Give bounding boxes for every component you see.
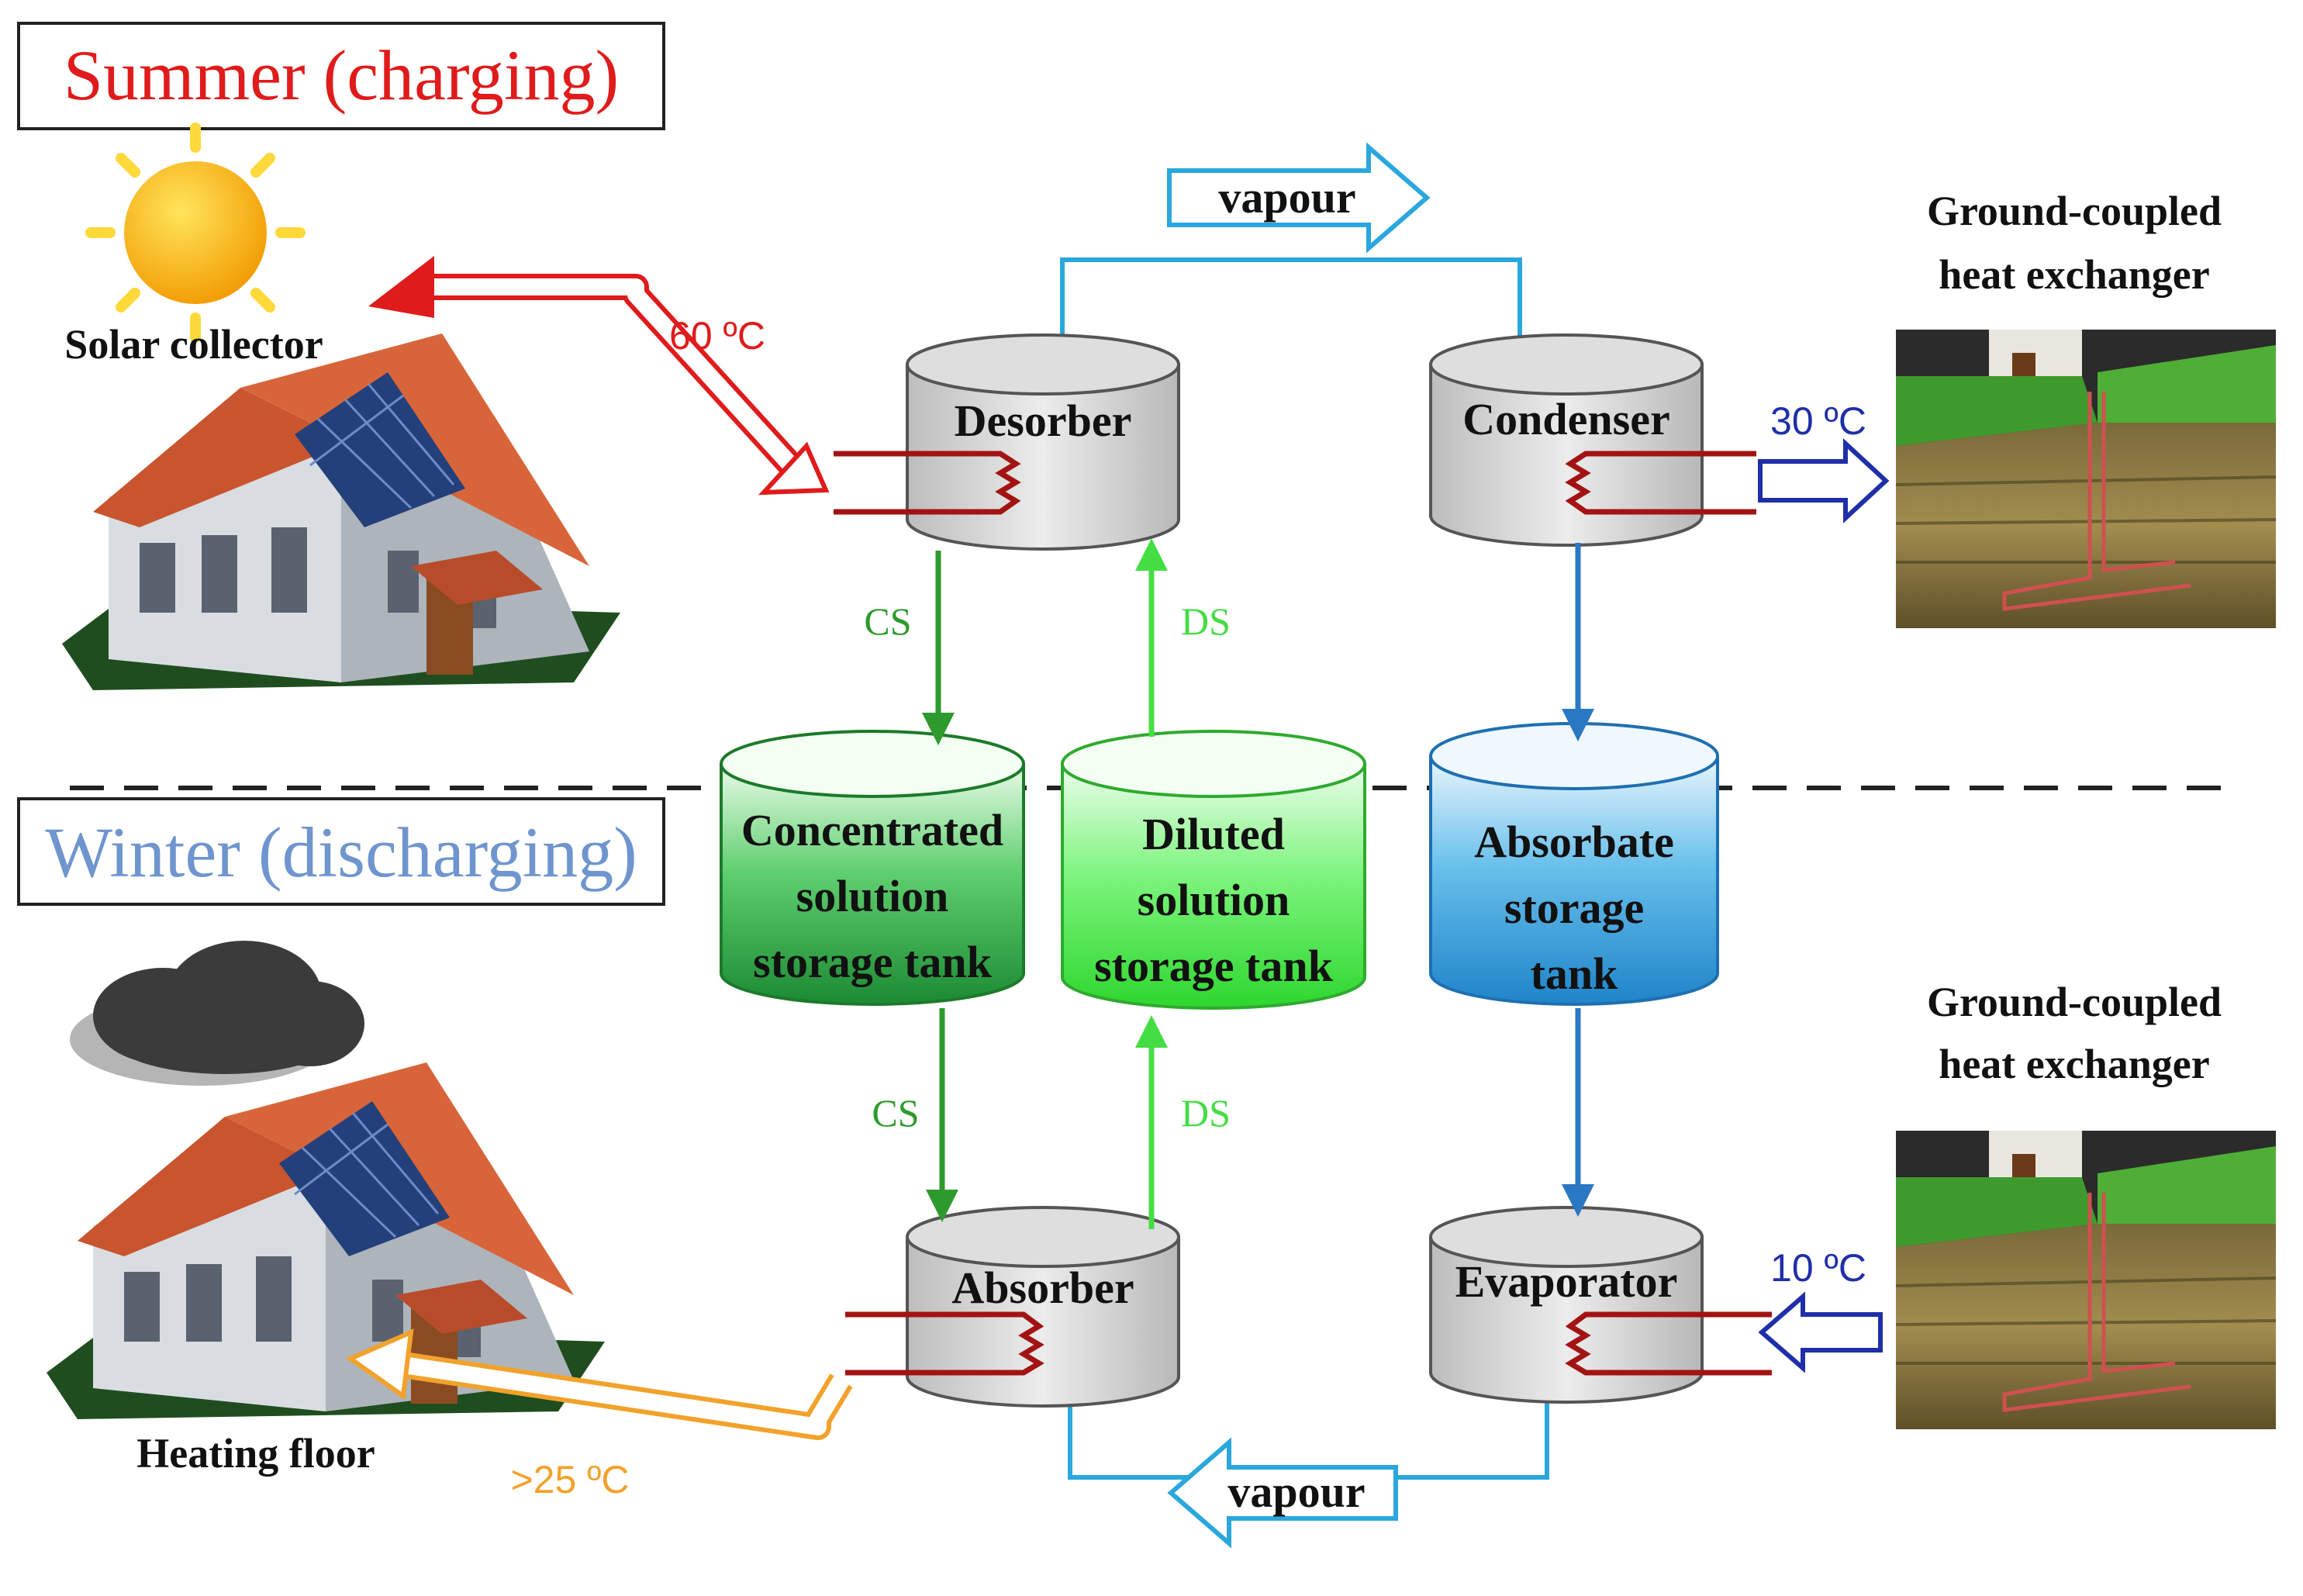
diluted-solution-tank: Diluted solution storage tank — [1061, 730, 1366, 1010]
ground-bottom-label-line2: heat exchanger — [1939, 1041, 2209, 1087]
ground-heat-exchanger-icon — [1895, 1131, 2277, 1429]
diluted-tank-label-1: Diluted — [1142, 809, 1285, 859]
condenser: Condenser — [1429, 333, 1704, 547]
absorber-coil — [845, 1311, 1044, 1376]
summer-title: Summer (charging) — [64, 36, 619, 115]
solar-heat-arrow — [368, 256, 830, 496]
vapour-line-top — [1060, 257, 1522, 364]
concentrated-tank-label-3: storage tank — [753, 937, 992, 987]
vapour-label-bottom: vapour — [1227, 1466, 1365, 1517]
evaporator-label: Evaporator — [1455, 1256, 1678, 1307]
house-icon — [62, 333, 620, 690]
cs-label-top: CS — [864, 599, 911, 643]
vapour-label-top: vapour — [1218, 172, 1355, 223]
sun-icon — [85, 123, 306, 343]
summer-title-box — [17, 22, 665, 130]
absorbate-storage-tank: Absorbate storage tank — [1429, 722, 1719, 1006]
absorbate-tank-label-3: tank — [1531, 948, 1619, 999]
vapour-arrow-top — [1167, 142, 1431, 254]
concentrated-tank-label-1: Concentrated — [741, 805, 1003, 855]
absorbate-tank-label-1: Absorbate — [1474, 817, 1674, 867]
house-icon — [47, 1062, 605, 1419]
ground-heat-exchanger-icon — [1895, 330, 2277, 628]
condenser-temperature: 30 ºC — [1770, 399, 1866, 443]
diluted-tank-label-2: solution — [1138, 875, 1290, 925]
absorber: Absorber — [906, 1206, 1180, 1408]
vapour-arrow-bottom — [1167, 1437, 1398, 1549]
condenser-coil — [1565, 451, 1756, 515]
diluted-tank-label-3: storage tank — [1094, 941, 1333, 991]
absorber-label: Absorber — [951, 1263, 1134, 1313]
solar-collector-label: Solar collector — [64, 321, 323, 368]
condenser-label: Condenser — [1462, 394, 1669, 444]
ground-top-label-line1: Ground-coupled — [1927, 188, 2222, 234]
ds-label-bottom: DS — [1181, 1091, 1231, 1135]
evaporator: Evaporator — [1429, 1206, 1704, 1404]
evaporator-coil — [1565, 1311, 1772, 1376]
floor-temperature: >25 ºC — [510, 1458, 629, 1501]
evaporator-temperature: 10 ºC — [1770, 1246, 1866, 1290]
desorber-label: Desorber — [955, 396, 1132, 446]
absorbate-tank-label-2: storage — [1504, 883, 1644, 933]
desorber-coil — [834, 451, 1021, 515]
winter-title-box — [17, 797, 665, 906]
desorber: Desorber — [906, 333, 1180, 551]
ground-bottom-label-line1: Ground-coupled — [1927, 979, 2222, 1025]
heating-floor-label: Heating floor — [136, 1430, 375, 1477]
cs-label-bottom: CS — [872, 1091, 919, 1135]
ds-label-top: DS — [1181, 599, 1231, 643]
floor-heat-arrow — [345, 1328, 853, 1440]
cloud-icon — [70, 941, 364, 1086]
condenser-heat-arrow — [1758, 438, 1890, 523]
concentrated-solution-tank: Concentrated solution storage tank — [720, 730, 1025, 1006]
ground-top-label-line2: heat exchanger — [1939, 251, 2209, 298]
evaporator-heat-arrow — [1758, 1291, 1883, 1373]
concentrated-tank-label-2: solution — [796, 871, 949, 921]
solar-temperature: 60 ºC — [669, 314, 765, 358]
winter-title: Winter (discharging) — [45, 813, 637, 892]
